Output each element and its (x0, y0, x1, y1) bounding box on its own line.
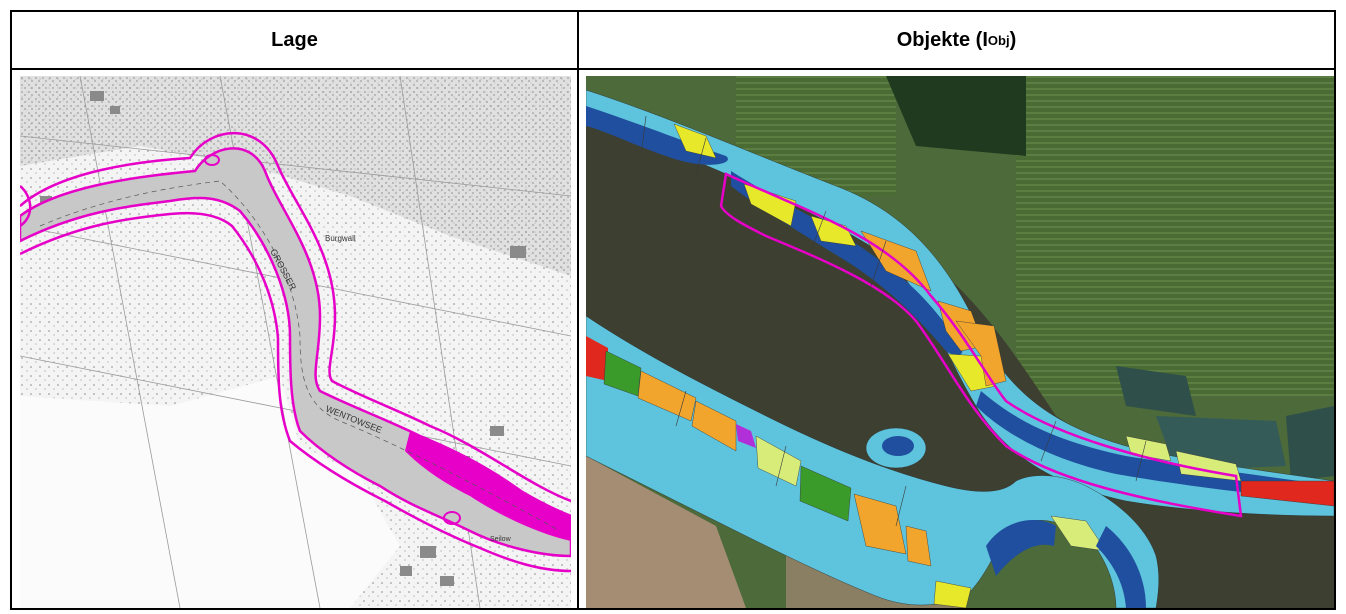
island-north (204, 154, 220, 166)
small-place-label: Seilow (490, 536, 512, 543)
header-lage: Lage (12, 12, 577, 68)
forest-north (886, 76, 1026, 156)
column-divider (577, 12, 579, 608)
location-map-svg: GROSSER WENTOWSEE Burgwall Seilow (20, 76, 571, 608)
pond-far-east (1286, 406, 1334, 481)
north-orange-3 (955, 320, 1007, 387)
south-dark-blue-2 (1096, 526, 1146, 608)
objects-map-svg (586, 76, 1334, 608)
west-lake-fragment (20, 185, 32, 228)
highlighted-reach (405, 431, 571, 541)
lake-centerline (39, 180, 561, 532)
south-orange-3 (853, 493, 907, 555)
south-green-2 (799, 465, 852, 522)
open-land-area (20, 376, 400, 608)
pond-east (1116, 366, 1196, 416)
field-northeast (1016, 76, 1334, 396)
header-divider (12, 68, 1334, 70)
buffer-outer-south (20, 211, 571, 573)
south-orange-4 (905, 525, 932, 567)
place-label: Burgwall (325, 234, 356, 243)
south-red (586, 336, 608, 381)
north-yellow-2 (743, 183, 797, 227)
header-objekte-main: Objekte (I (896, 28, 988, 51)
south-littoral-band (586, 315, 1159, 608)
header-objekte-end: ) (1009, 28, 1017, 51)
south-yellow (933, 580, 972, 608)
south-light-yellow-1 (755, 435, 802, 487)
north-yellow-1 (673, 123, 717, 159)
island-south (443, 511, 461, 525)
location-map: GROSSER WENTOWSEE Burgwall Seilow (20, 76, 571, 608)
highlighted-section-outline (719, 172, 1243, 518)
segment-dividers (640, 115, 1147, 527)
south-orange-2 (691, 400, 737, 452)
objects-map (586, 76, 1334, 608)
buffer-outer-north (20, 131, 571, 503)
south-dark-blue-1 (986, 520, 1056, 576)
south-orange-1 (637, 370, 697, 422)
south-green-1 (603, 350, 642, 397)
forest-area (20, 76, 571, 276)
south-purple (736, 424, 756, 448)
north-red (1240, 480, 1334, 507)
header-objekte-sub: Obj (987, 32, 1010, 48)
north-dark-blue-3 (976, 391, 1334, 501)
header-lage-text: Lage (271, 28, 318, 51)
field-southwest (586, 456, 746, 608)
island-core (882, 436, 914, 456)
